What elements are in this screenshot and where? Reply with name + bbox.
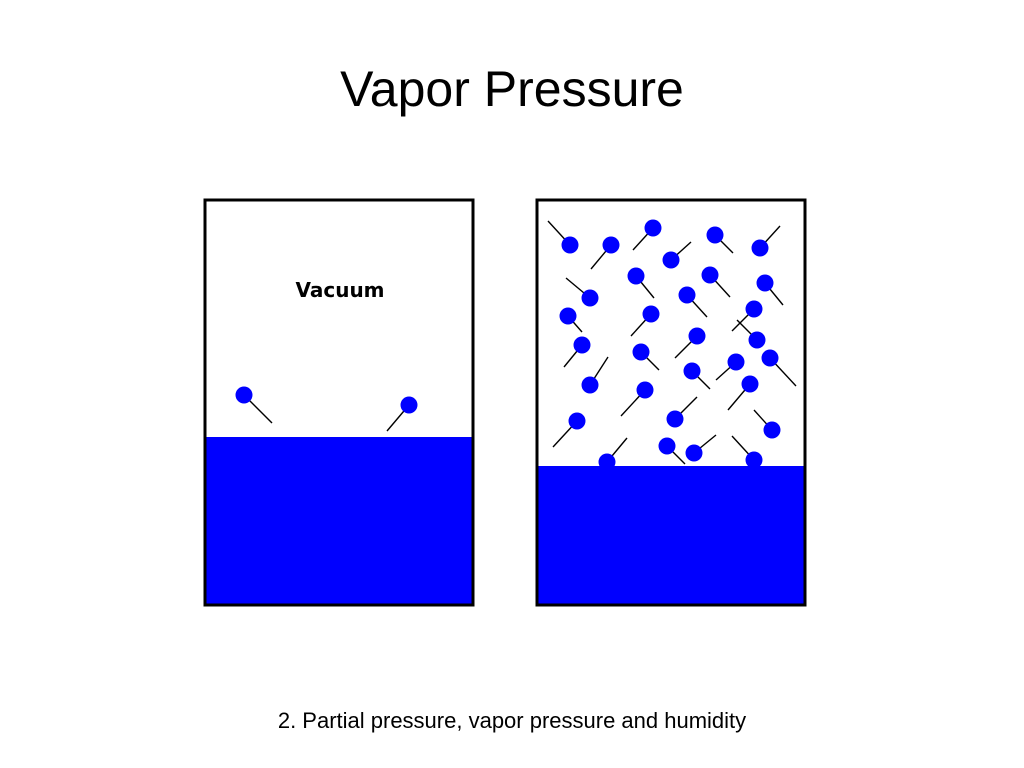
vapor-molecule xyxy=(701,266,731,298)
molecule-ball xyxy=(559,307,577,325)
molecule-ball xyxy=(745,451,763,469)
molecule-ball xyxy=(632,343,650,361)
molecule-ball xyxy=(751,239,769,257)
vapor-molecule xyxy=(662,241,692,269)
vapor-molecule xyxy=(627,267,655,299)
right-molecules xyxy=(547,219,797,471)
molecule-ball xyxy=(644,219,662,237)
molecule-ball xyxy=(642,305,660,323)
vapor-molecule xyxy=(563,336,591,368)
molecule-ball xyxy=(636,381,654,399)
molecule-ball xyxy=(741,375,759,393)
vapor-molecule xyxy=(658,437,686,465)
vapor-molecule xyxy=(685,434,717,462)
vapor-molecule xyxy=(632,343,660,371)
molecule-ball xyxy=(602,236,620,254)
molecule-ball xyxy=(683,362,701,380)
left-molecules xyxy=(235,386,418,432)
vapor-molecule xyxy=(751,225,781,257)
molecule-ball xyxy=(658,437,676,455)
vapor-molecule xyxy=(715,353,745,381)
slide-caption: 2. Partial pressure, vapor pressure and … xyxy=(277,708,747,733)
slide-title: Vapor Pressure xyxy=(340,61,684,117)
molecule-ball xyxy=(235,386,253,404)
vapor-molecule xyxy=(590,236,620,270)
molecule-ball xyxy=(581,289,599,307)
vapor-molecule xyxy=(666,396,698,428)
vacuum-label: Vacuum xyxy=(295,278,384,302)
right-container-liquid xyxy=(537,466,805,605)
right-container xyxy=(535,198,807,607)
vapor-molecule xyxy=(598,437,628,471)
vapor-molecule xyxy=(678,286,708,318)
molecule-ball xyxy=(598,453,616,471)
vapor-molecule xyxy=(706,226,734,254)
molecule-ball xyxy=(678,286,696,304)
vapor-molecule xyxy=(756,274,784,306)
molecule-ball xyxy=(662,251,680,269)
molecule-ball xyxy=(761,349,779,367)
left-container: Vacuum xyxy=(203,198,475,607)
molecule-ball xyxy=(568,412,586,430)
vapor-molecule xyxy=(761,349,797,387)
molecule-ball xyxy=(748,331,766,349)
molecule-ball xyxy=(627,267,645,285)
vapor-molecule xyxy=(753,409,781,439)
molecule-ball xyxy=(701,266,719,284)
vapor-molecule xyxy=(581,356,609,394)
vapor-molecule xyxy=(683,362,711,390)
molecule-ball xyxy=(756,274,774,292)
vapor-molecule xyxy=(565,277,599,307)
vapor-molecule xyxy=(620,381,654,417)
molecule-ball xyxy=(561,236,579,254)
molecule-ball xyxy=(763,421,781,439)
vapor-molecule xyxy=(559,307,583,333)
vapor-molecule xyxy=(727,375,759,411)
vapor-molecule xyxy=(736,319,766,349)
vapor-molecule xyxy=(731,300,763,332)
vapor-molecule xyxy=(235,386,273,424)
molecule-ball xyxy=(685,444,703,462)
molecule-ball xyxy=(573,336,591,354)
molecule-ball xyxy=(727,353,745,371)
left-container-border xyxy=(203,198,475,607)
vapor-molecule xyxy=(630,305,660,337)
vapor-molecule xyxy=(386,396,418,432)
right-container-border xyxy=(535,198,807,607)
molecule-ball xyxy=(400,396,418,414)
vapor-molecule xyxy=(552,412,586,448)
vapor-molecule xyxy=(632,219,662,251)
molecule-ball xyxy=(745,300,763,318)
vapor-molecule xyxy=(731,435,763,469)
molecule-ball xyxy=(581,376,599,394)
left-container-liquid xyxy=(205,437,473,605)
molecule-ball xyxy=(666,410,684,428)
vapor-molecule xyxy=(674,327,706,359)
molecule-ball xyxy=(688,327,706,345)
molecule-ball xyxy=(706,226,724,244)
vapor-molecule xyxy=(547,220,579,254)
